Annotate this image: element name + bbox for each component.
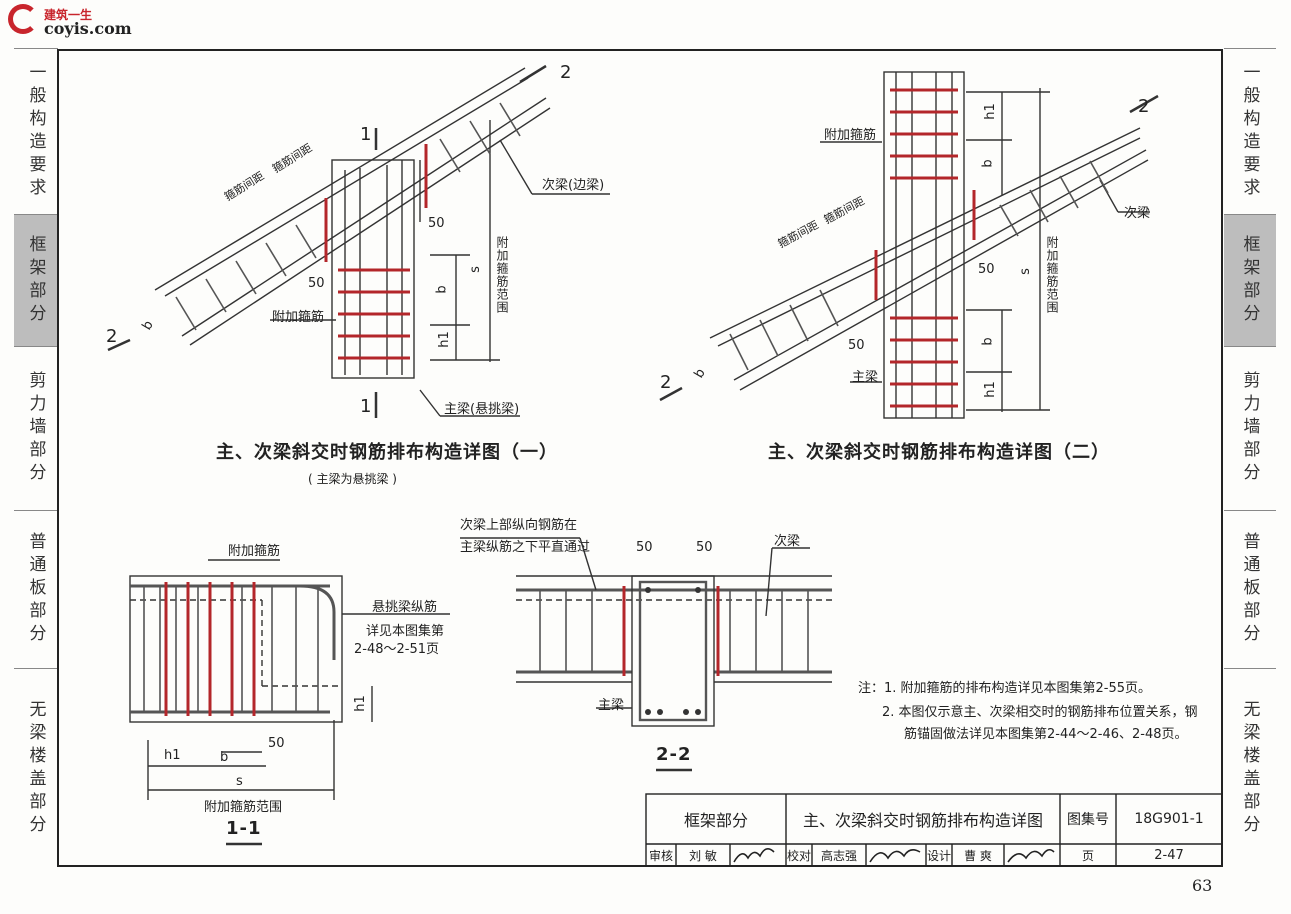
logo-mark bbox=[8, 4, 38, 34]
diagram2-ladder-stirrups bbox=[729, 160, 1109, 371]
section11-stirrups bbox=[143, 586, 319, 712]
section11-title: 1-1 bbox=[226, 818, 262, 839]
d2-main-beam-label: 主梁 bbox=[852, 370, 879, 385]
diagram2-lines bbox=[659, 71, 1159, 419]
s22-top-bar-note-2: 主梁纵筋之下平直通过 bbox=[460, 540, 591, 555]
section22-stirrups bbox=[539, 590, 809, 672]
tab-right-frame[interactable]: 框架部分 bbox=[1224, 215, 1276, 347]
s22-main-beam: 主梁 bbox=[598, 698, 625, 713]
d1-additional-stirrup: 附加箍筋 bbox=[272, 310, 325, 325]
drawing-frame bbox=[57, 49, 1223, 867]
s11-additional-stirrup: 附加箍筋 bbox=[228, 544, 281, 559]
d1-dim-b: b bbox=[434, 285, 450, 294]
tb-check-name: 高志强 bbox=[820, 848, 857, 863]
d1-dim-50-a: 50 bbox=[428, 216, 445, 231]
s11-dim-50: 50 bbox=[268, 736, 285, 751]
d2-dim-b-top: b bbox=[980, 159, 996, 168]
diagram2-title: 主、次梁斜交时钢筋排布构造详图（二） bbox=[768, 442, 1110, 463]
d2-sec-mark-2-right: 2 bbox=[1138, 96, 1150, 117]
d2-dim-h1-top: h1 bbox=[982, 103, 998, 120]
section22-title: 2-2 bbox=[656, 744, 692, 765]
tb-atlas-label: 图集号 bbox=[1067, 812, 1109, 828]
s11-see-page-2: 2-48～2-51页 bbox=[354, 642, 440, 657]
s22-dim-50-b: 50 bbox=[696, 540, 713, 555]
diagram1-lines bbox=[107, 64, 610, 418]
s11-dim-h1: h1 bbox=[164, 748, 181, 763]
tb-drawing-title: 主、次梁斜交时钢筋排布构造详图 bbox=[802, 811, 1043, 830]
s22-top-bar-note-1: 次梁上部纵向钢筋在 bbox=[460, 518, 578, 533]
tb-review-name: 刘 敏 bbox=[689, 848, 717, 863]
diagram1-ladder-stirrups bbox=[175, 102, 521, 331]
d2-sec-mark-2-left: 2 bbox=[660, 372, 672, 393]
d2-dim-b-bottom: b bbox=[980, 337, 996, 346]
note-3: 筋锚固做法详见本图集第2-44～2-46、2-48页。 bbox=[904, 727, 1188, 742]
section11-red-stirrups bbox=[164, 582, 256, 716]
note-1: 注：1. 附加箍筋的排布构造详见本图集第2-55页。 bbox=[858, 681, 1152, 696]
tb-review-label: 审核 bbox=[648, 848, 673, 863]
note-2: 2. 本图仅示意主、次梁相交时的钢筋排布位置关系，钢 bbox=[882, 705, 1198, 720]
tab-left-frame[interactable]: 框架部分 bbox=[14, 215, 58, 347]
tb-check-label: 校对 bbox=[786, 848, 811, 863]
tab-left-general[interactable]: 一般构造要求 bbox=[14, 49, 58, 215]
logo-site: coyis.com bbox=[44, 19, 132, 38]
page-number: 63 bbox=[1192, 876, 1213, 895]
d2-additional-stirrup: 附加箍筋 bbox=[824, 128, 877, 143]
tb-atlas-no: 18G901-1 bbox=[1134, 811, 1204, 827]
s11-see-page-1: 详见本图集第 bbox=[366, 624, 445, 639]
d1-sec-mark-2-right: 2 bbox=[560, 62, 572, 83]
d2-dim-50-a: 50 bbox=[978, 262, 995, 277]
left-side-nav: 一般构造要求 框架部分 剪力墙部分 普通板部分 无梁楼盖部分 bbox=[14, 48, 58, 869]
d1-main-beam-label: 主梁(悬挑梁) bbox=[444, 402, 520, 417]
d1-range-label: 附加箍筋范围 bbox=[495, 236, 509, 314]
s11-range: 附加箍筋范围 bbox=[204, 800, 283, 815]
d2-dim-h1-bottom: h1 bbox=[982, 381, 998, 398]
s11-dim-h1-v: h1 bbox=[352, 695, 368, 712]
section22-red-stirrups bbox=[622, 586, 720, 676]
s11-dim-b: b bbox=[220, 750, 229, 765]
section11-lines bbox=[129, 559, 450, 846]
tab-left-flatslab[interactable]: 无梁楼盖部分 bbox=[25, 700, 46, 838]
s11-dim-s: s bbox=[236, 774, 243, 789]
diagram2-red-stirrups bbox=[874, 88, 976, 408]
section22-corner-bars bbox=[645, 587, 701, 715]
tb-page-label: 页 bbox=[1081, 848, 1094, 863]
d2-dim-50-b: 50 bbox=[848, 338, 865, 353]
d1-sec-mark-1-top: 1 bbox=[360, 124, 372, 145]
d1-dim-50-b: 50 bbox=[308, 276, 325, 291]
diagram1-red-stirrups bbox=[324, 144, 428, 360]
tab-right-slab[interactable]: 普通板部分 bbox=[1224, 511, 1276, 669]
tb-design-label: 设计 bbox=[926, 848, 951, 863]
tab-right-shearwall[interactable]: 剪力墙部分 bbox=[1224, 347, 1276, 511]
s22-secondary-beam: 次梁 bbox=[774, 534, 801, 549]
d1-secondary-beam-label: 次梁(边梁) bbox=[542, 178, 605, 193]
tab-right-general[interactable]: 一般构造要求 bbox=[1224, 49, 1276, 215]
d1-dim-h1: h1 bbox=[436, 331, 452, 348]
s22-dim-50-a: 50 bbox=[636, 540, 653, 555]
d2-range-label: 附加箍筋范围 bbox=[1045, 236, 1059, 314]
d1-dim-s: s bbox=[467, 266, 483, 273]
tab-left-shearwall[interactable]: 剪力墙部分 bbox=[14, 347, 58, 511]
section22-lines bbox=[460, 537, 832, 772]
tab-left-slab[interactable]: 普通板部分 bbox=[14, 511, 58, 669]
tb-design-name: 曹 爽 bbox=[964, 848, 992, 863]
signatures bbox=[733, 848, 1055, 863]
d1-sec-mark-1-bottom: 1 bbox=[360, 396, 372, 417]
diagram1-subtitle: ( 主梁为悬挑梁 ) bbox=[308, 472, 397, 486]
tab-right-flatslab[interactable]: 无梁楼盖部分 bbox=[1239, 700, 1260, 838]
logo-name: 建筑一生 bbox=[44, 8, 93, 22]
s11-long-bar: 悬挑梁纵筋 bbox=[372, 600, 438, 615]
d2-dim-s: s bbox=[1017, 268, 1033, 275]
d2-secondary-beam-label: 次梁 bbox=[1124, 206, 1151, 221]
diagram1-title: 主、次梁斜交时钢筋排布构造详图（一） bbox=[216, 442, 558, 463]
title-block-grid bbox=[645, 793, 1223, 867]
right-side-nav: 一般构造要求 框架部分 剪力墙部分 普通板部分 无梁楼盖部分 bbox=[1224, 48, 1276, 869]
tb-part: 框架部分 bbox=[683, 811, 748, 830]
d1-sec-mark-2-left: 2 bbox=[106, 326, 118, 347]
tb-page-no: 2-47 bbox=[1154, 847, 1184, 863]
